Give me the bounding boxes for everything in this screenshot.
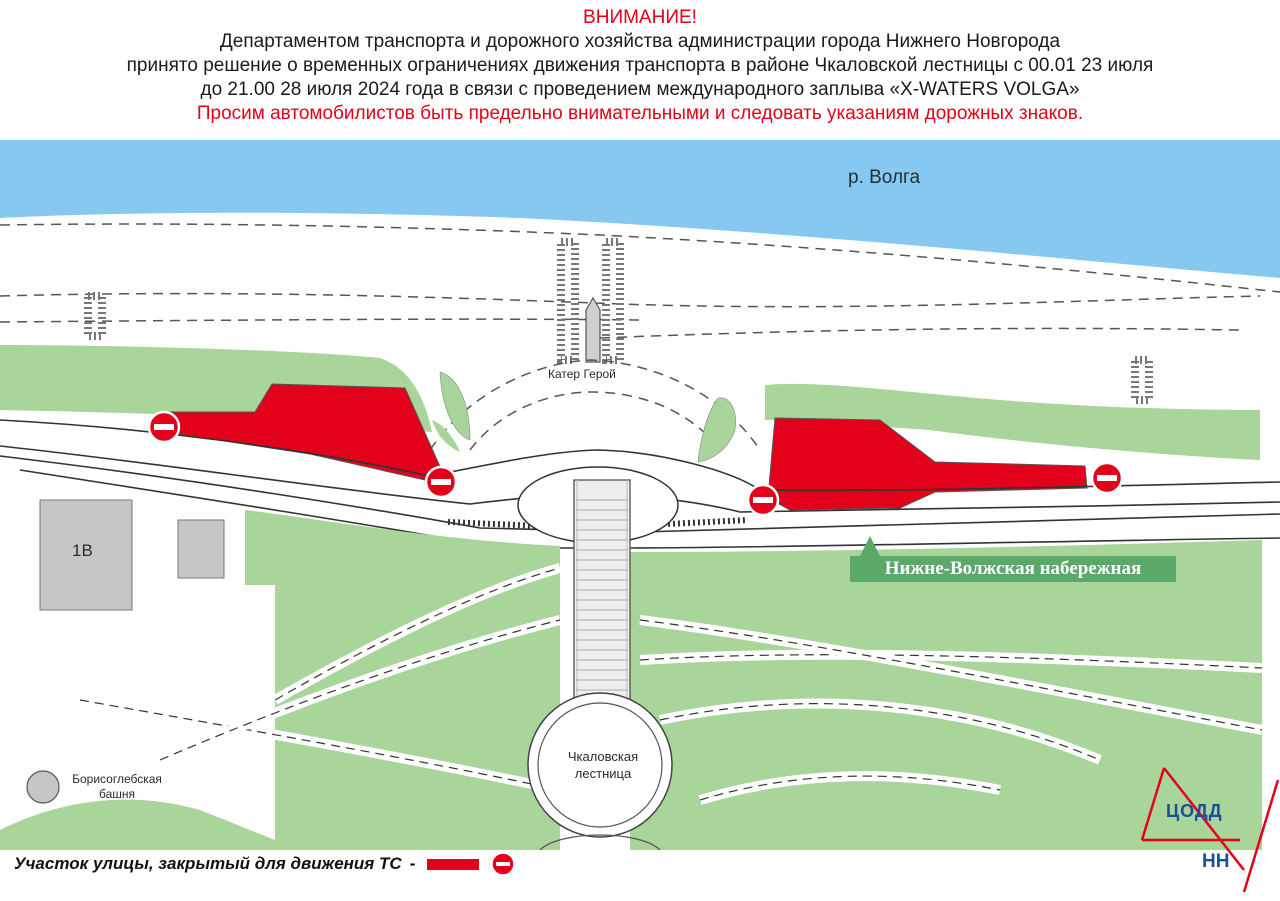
building-small: [177, 519, 225, 579]
embankment-label: Нижне-Волжская набережная: [850, 556, 1176, 582]
notice-line-1: Департаментом транспорта и дорожного хоз…: [219, 31, 1061, 52]
traffic-map: [0, 140, 1280, 851]
crosswalk: [1131, 356, 1153, 404]
legend: Участок улицы, закрытый для движения ТС …: [14, 852, 516, 876]
no-entry-sign: [147, 410, 181, 444]
codd-logo: ЦОДД НН: [1140, 760, 1280, 896]
notice-line-2: принято решение о временных ограничениях…: [126, 55, 1154, 76]
stairs-label: Чкаловская лестница: [567, 749, 639, 781]
crosswalk: [557, 238, 579, 364]
river-volga: [0, 140, 1280, 278]
boat-shape: [585, 296, 601, 363]
no-entry-sign: [1090, 461, 1124, 495]
logo-bottom-text: НН: [1202, 851, 1230, 872]
boat-label: Катер Герой: [548, 367, 616, 381]
crosswalk: [602, 238, 624, 364]
legend-text: Участок улицы, закрытый для движения ТС: [14, 854, 402, 873]
notice-warning: Просим автомобилистов быть предельно вни…: [196, 103, 1084, 124]
closed-zone-right: [767, 417, 1088, 511]
river-label: р. Волга: [848, 167, 921, 188]
logo-triangle-icon: [1140, 767, 1280, 893]
lawn-upper-right: [765, 383, 1260, 460]
crosswalk: [84, 292, 106, 340]
no-entry-sign: [746, 483, 780, 517]
logo-top-text: ЦОДД: [1166, 801, 1223, 821]
notice-header: ВНИМАНИЕ! Департаментом транспорта и дор…: [0, 6, 1280, 126]
embankment-pointer: [860, 536, 880, 556]
legend-dash: -: [409, 854, 416, 873]
legend-closed-swatch: [427, 858, 480, 870]
borisoglebsk-tower: [26, 770, 60, 804]
no-entry-icon: [491, 852, 516, 876]
building-label: 1В: [72, 541, 93, 560]
building-1v: [39, 499, 133, 611]
no-entry-sign: [424, 465, 458, 499]
tower-label: Борисоглебская башня: [72, 772, 162, 801]
stairs-rotunda: [527, 692, 673, 838]
notice-line-3: до 21.00 28 июля 2024 года в связи с про…: [200, 79, 1080, 100]
notice-title: ВНИМАНИЕ!: [583, 7, 697, 28]
